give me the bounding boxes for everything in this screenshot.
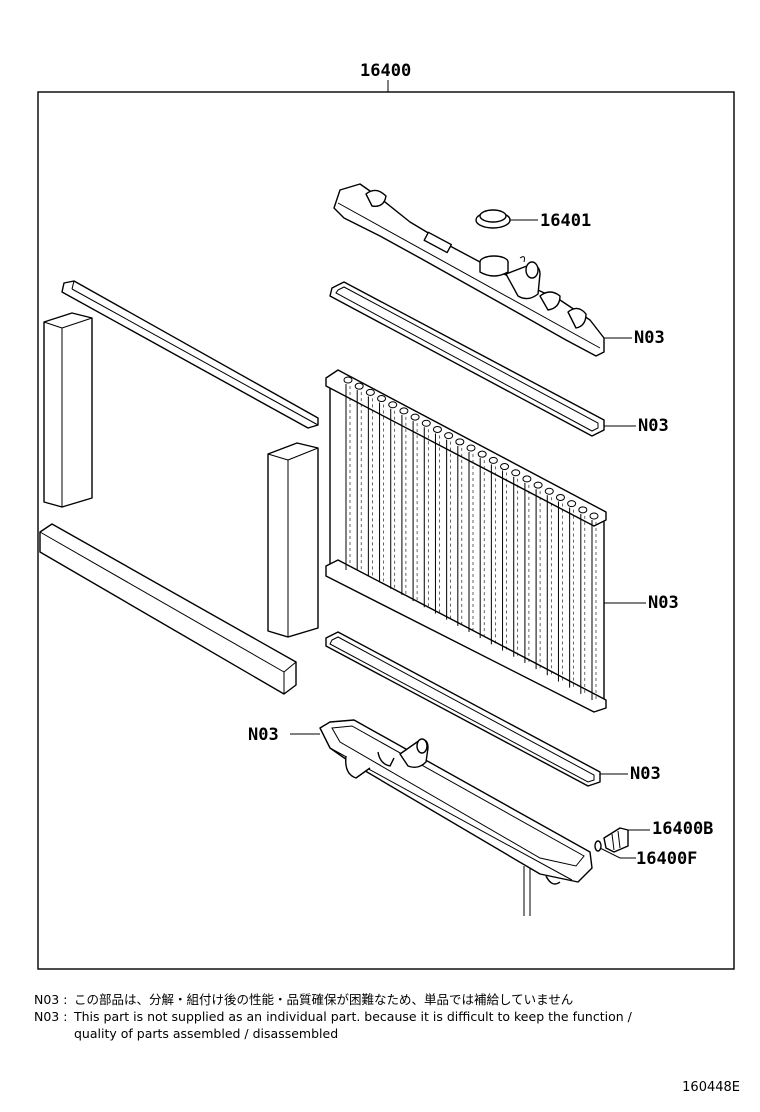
core-tube-end <box>533 481 543 489</box>
core-tube-end <box>522 475 532 483</box>
core-tube-end <box>399 407 409 415</box>
lower-seal-block <box>39 523 297 695</box>
note-english: N03 : This part is not supplied as an in… <box>34 1008 734 1025</box>
lower-tank-callout: N03 <box>248 725 279 745</box>
core-tube-end <box>410 413 420 421</box>
core-tube-end <box>432 425 442 433</box>
radiator-cap: 16401 <box>475 209 591 231</box>
drain-cock-callout: 16400B <box>652 819 713 839</box>
notes: N03 : この部品は、分解・組付け後の性能・品質確保が困難なため、単品では補給… <box>34 991 734 1042</box>
lower-gasket-callout: N03 <box>630 764 661 784</box>
note-english-continuation: quality of parts assembled / disassemble… <box>74 1026 339 1041</box>
note-code: N03 : <box>34 992 68 1007</box>
upper-gasket-callout: N03 <box>638 416 669 436</box>
figure-code: 160448E <box>682 1080 740 1095</box>
core-tube-end <box>421 419 431 427</box>
core-callout: N03 <box>648 593 679 613</box>
core-tube-end <box>567 500 577 508</box>
core-tube-end <box>343 376 353 384</box>
assembly-border <box>37 91 735 970</box>
core-tube-end <box>354 382 364 390</box>
core-tube-end <box>365 388 375 396</box>
core-tube-end <box>455 438 465 446</box>
core-tube-end <box>388 401 398 409</box>
core-tube-end <box>578 506 588 514</box>
core-tube-end <box>555 493 565 501</box>
drain-cock <box>603 827 629 853</box>
upper-tank-callout: N03 <box>634 328 665 348</box>
upper-tank <box>333 183 605 357</box>
lower-tank <box>319 719 593 916</box>
note-code: N03 : <box>34 1009 68 1024</box>
core-tube-end <box>500 463 510 471</box>
drain-oring-callout: 16400F <box>636 849 697 869</box>
assembly-label: 16400 <box>360 61 411 81</box>
core-tube-end <box>444 432 454 440</box>
lower-gasket <box>325 631 601 787</box>
drain-oring <box>594 840 602 852</box>
radiator-core <box>325 369 607 713</box>
upper-gasket <box>329 281 605 437</box>
right-side-block <box>267 442 319 638</box>
core-tube-end <box>544 487 554 495</box>
core-tube-end <box>477 450 487 458</box>
upper-seal-strip <box>61 280 319 429</box>
core-tube-end <box>589 512 599 520</box>
core-tube-end <box>466 444 476 452</box>
core-tube-end <box>377 395 387 403</box>
note-japanese: N03 : この部品は、分解・組付け後の性能・品質確保が困難なため、単品では補給… <box>34 991 734 1008</box>
cap-callout: 16401 <box>540 211 591 231</box>
core-tube-end <box>488 456 498 464</box>
left-side-block <box>43 312 93 508</box>
core-tube-end <box>511 469 521 477</box>
note-text: This part is not supplied as an individu… <box>74 1009 632 1024</box>
note-text: この部品は、分解・組付け後の性能・品質確保が困難なため、単品では補給していません <box>74 992 574 1007</box>
